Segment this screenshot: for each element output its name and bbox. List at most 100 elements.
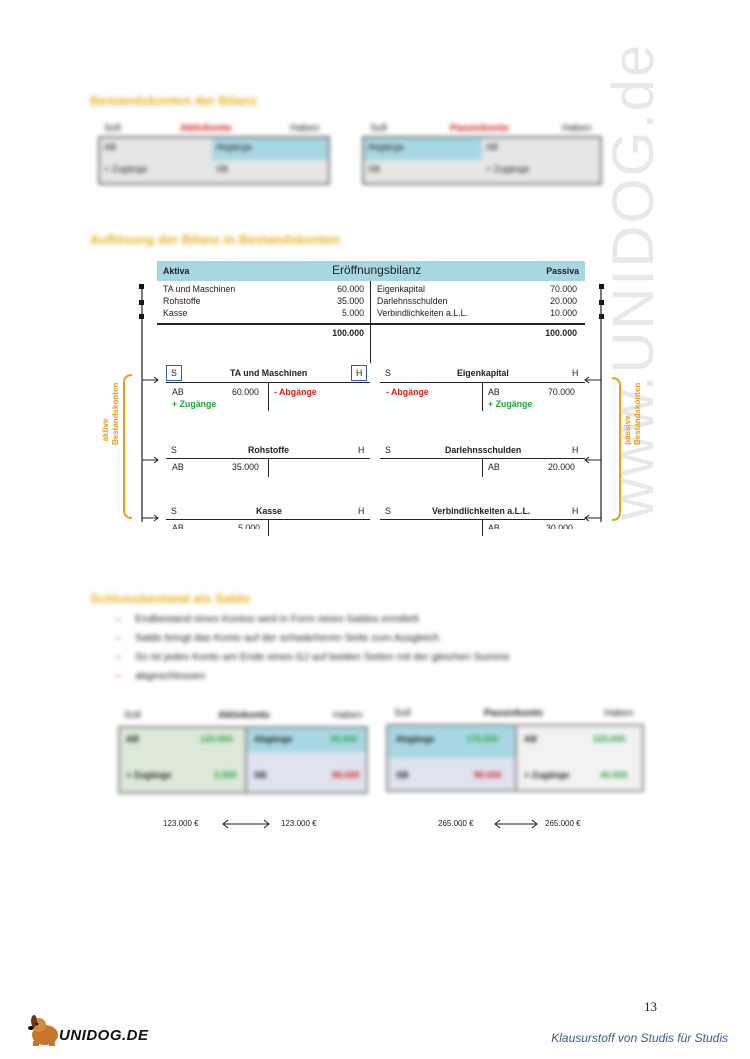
dog-mascot-icon — [28, 1015, 58, 1046]
sb-label: SB — [254, 770, 267, 780]
cell: SB — [216, 164, 229, 174]
t-account-darlehnsschulden: S Darlehnsschulden H AB 20.000 — [380, 442, 585, 478]
section-heading-aufloesung: Auflösung der Bilanz in Bestandskonten — [90, 232, 340, 247]
t-line — [166, 458, 370, 459]
ab-value: 30.000 — [546, 523, 573, 533]
page-number: 13 — [644, 999, 657, 1014]
saldo-aktivkonto: Soll Aktivkonto Haben AB 120.000 Abgänge… — [118, 710, 368, 795]
bullet-item-continuation: abgeschlossen — [115, 667, 510, 686]
value: 60.000 — [337, 284, 364, 294]
t-line — [166, 519, 370, 520]
connector-lines — [123, 286, 621, 522]
zugaenge-value: 40.000 — [600, 770, 628, 780]
t-account-ta-maschinen: S TA und Maschinen H AB 60.000 + Zugänge… — [166, 365, 370, 412]
value: 10.000 — [550, 308, 577, 318]
label: Rohstoffe — [163, 296, 201, 306]
double-arrow-icon — [222, 819, 270, 829]
ab-label: AB — [172, 523, 184, 533]
t-account-eigenkapital: S Eigenkapital H - Abgänge AB 70.000 + Z… — [380, 366, 585, 412]
account-title: Eigenkapital — [457, 368, 509, 378]
label: Kasse — [163, 308, 188, 318]
account-title: Kasse — [256, 506, 282, 516]
footer-tagline: Klausurstoff von Studis für Studis — [551, 1031, 728, 1045]
sb-value: 90.000 — [474, 770, 502, 780]
soll-label: S — [385, 506, 391, 516]
section-heading-schlussbestand: Schlussbestand als Saldo — [90, 591, 251, 606]
ab-value: 20.000 — [548, 462, 575, 472]
t-line — [482, 383, 483, 411]
saldo-passivkonto: Soll Passivkonto Haben Abgänge 175.000 A… — [386, 708, 646, 793]
label-line: passive — [623, 415, 632, 445]
zugaenge-label: + Zugänge — [524, 770, 570, 780]
t-line — [380, 458, 585, 459]
passive-bestandskonten-label: passive Bestandskonten — [623, 383, 643, 445]
highlight-box — [166, 365, 182, 381]
total-aktiv-haben: 123.000 € — [281, 819, 317, 828]
soll-label: S — [385, 445, 391, 455]
aktiva-label: Aktiva — [163, 266, 190, 276]
soll-label: Soll — [370, 123, 387, 134]
passivkonto-title: Passivkonto — [484, 708, 543, 719]
value: 70.000 — [550, 284, 577, 294]
ab-label: AB — [126, 734, 139, 744]
saldo-box: AB 120.000 Abgänge 25.000 + Zugänge 3.00… — [118, 726, 368, 794]
ab-value: 225.000 — [593, 734, 626, 744]
label-line: aktive — [101, 418, 110, 442]
label: TA und Maschinen — [163, 284, 236, 294]
value: 20.000 — [550, 296, 577, 306]
balance-row: Rohstoffe 35.000 Darlehnsschulden 20.000 — [157, 296, 585, 308]
abgaenge-value: 175.000 — [466, 734, 499, 744]
t-account-kasse: S Kasse H AB 5.000 — [166, 503, 370, 537]
saldo-box: Abgänge 175.000 AB 225.000 SB 90.000 + Z… — [386, 724, 644, 792]
abgaenge-label: - Abgänge — [274, 387, 317, 397]
ab-label: AB — [172, 387, 184, 397]
abgaenge-label: Abgänge — [396, 734, 435, 744]
sum-value: 100.000 — [332, 328, 364, 338]
soll-label: S — [171, 506, 177, 516]
soll-label: S — [171, 445, 177, 455]
abgaenge-label: - Abgänge — [386, 387, 429, 397]
passivkonto-title: Passivkonto — [450, 123, 509, 134]
haben-label: H — [572, 368, 579, 378]
cell: AB — [486, 142, 499, 152]
bullet-item: Saldo bringt das Konto auf der schwächer… — [115, 629, 510, 648]
t-line — [380, 382, 585, 383]
haben-label: Haben — [604, 708, 634, 719]
passivkonto-box: Abgänge AB SB + Zugänge — [362, 136, 602, 185]
aktivkonto-box: AB Abgänge + Zugänge SB — [98, 136, 330, 185]
account-title: Rohstoffe — [248, 445, 290, 455]
bullet-text: abgeschlossen — [135, 670, 206, 682]
ab-value: 60.000 — [232, 387, 259, 397]
balance-row: TA und Maschinen 60.000 Eigenkapital 70.… — [157, 284, 585, 296]
balance-row: Kasse 5.000 Verbindlichkeiten a.L.L. 10.… — [157, 308, 585, 320]
ab-label: AB — [172, 462, 184, 472]
haben-label: H — [572, 506, 579, 516]
ab-label: AB — [488, 462, 500, 472]
aktivkonto-title: Aktivkonto — [180, 123, 232, 134]
abgaenge-value: 25.000 — [330, 734, 358, 744]
zugaenge-label: + Zugänge — [488, 399, 533, 409]
sb-label: SB — [396, 770, 409, 780]
label: Verbindlichkeiten a.L.L. — [377, 308, 468, 318]
passiva-label: Passiva — [546, 266, 579, 276]
value: 35.000 — [337, 296, 364, 306]
section-heading-bestandskonten: Bestandskonten der Bilanz — [90, 93, 257, 108]
haben-label: Haben — [333, 710, 363, 721]
eroeffnungsbilanz-header: Aktiva Eröffnungsbilanz Passiva — [157, 261, 585, 281]
ab-value: 35.000 — [232, 462, 259, 472]
ab-value: 5.000 — [238, 523, 261, 533]
abgaenge-cell — [247, 728, 366, 752]
account-title: TA und Maschinen — [230, 368, 308, 378]
cell: AB — [104, 142, 117, 152]
label: Darlehnsschulden — [377, 296, 448, 306]
t-line — [268, 383, 269, 411]
soll-label: Soll — [124, 710, 141, 721]
total-aktiv-soll: 123.000 € — [163, 819, 199, 828]
cell: SB — [368, 164, 381, 174]
divider — [370, 281, 371, 363]
haben-label: H — [358, 506, 365, 516]
cell: + Zugänge — [104, 164, 148, 174]
ab-label: AB — [488, 523, 500, 533]
bullet-item: Endbestand eines Kontos wird in Form ein… — [115, 610, 510, 629]
ab-value: 70.000 — [548, 387, 575, 397]
